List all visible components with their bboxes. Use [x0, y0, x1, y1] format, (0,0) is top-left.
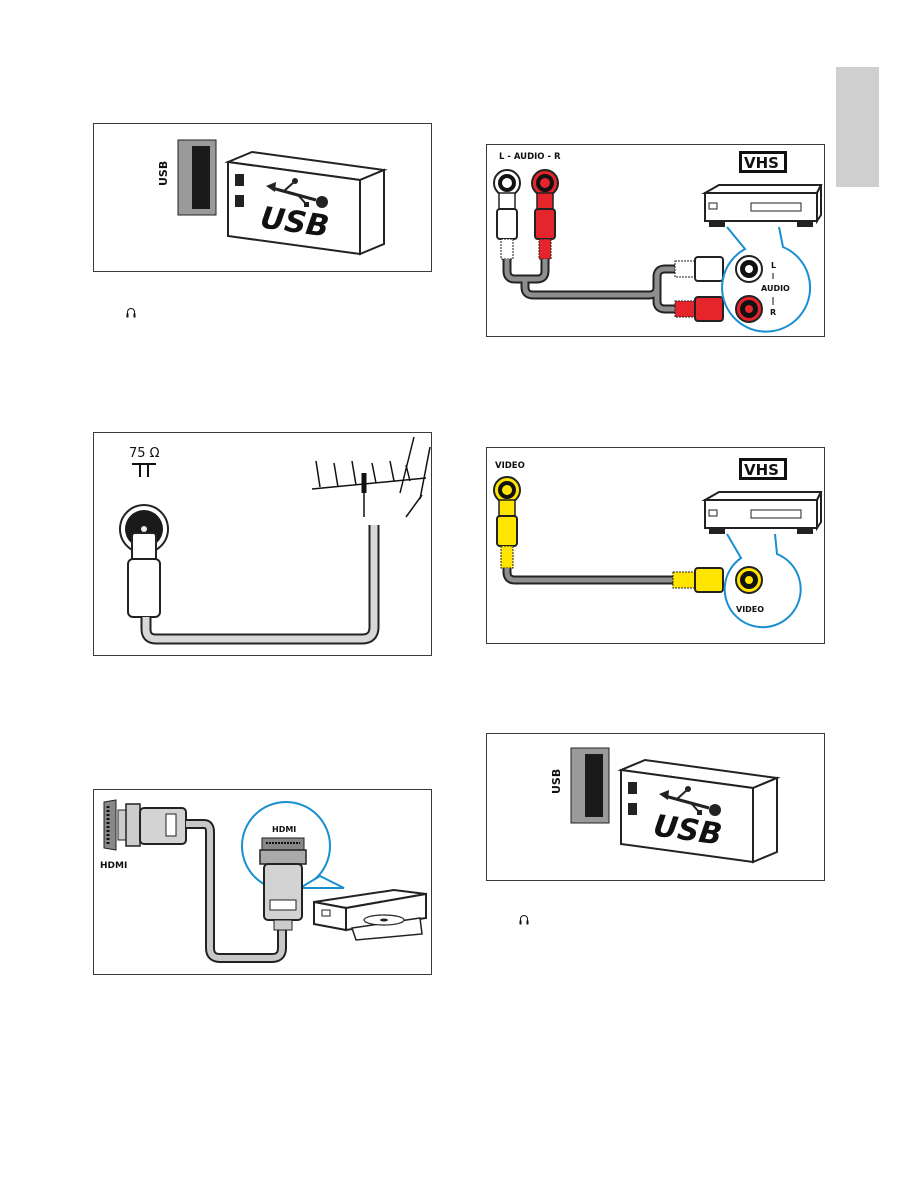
vhs-logo-icon: VHS [739, 458, 787, 480]
usb-illustration: USB USB [550, 747, 781, 864]
hdmi-plug-device [263, 863, 303, 921]
headphone-icon [126, 308, 136, 318]
jack-r-label: R [770, 308, 776, 317]
audio-diagram: L - AUDIO - R VHS [486, 144, 825, 337]
video-diagram: VIDEO VHS VIDEO [486, 447, 825, 644]
rca-plug-red [534, 208, 556, 240]
tv-hdmi-port [103, 799, 117, 851]
vhs-logo-icon: VHS [739, 151, 787, 173]
tv-video-jack [493, 476, 521, 504]
tv-hdmi-label: HDMI [100, 861, 127, 871]
hdmi-plug-tv [139, 807, 187, 845]
vhs-badge-audio: VHS [744, 154, 779, 172]
usb-stick: USB [224, 150, 388, 256]
tv-video-label: VIDEO [495, 461, 525, 471]
hdmi-cable [186, 821, 285, 961]
video-illustration: VIDEO VHS VIDEO [493, 458, 823, 629]
tv-audio-r-jack [531, 169, 559, 197]
tv-audio-label: L - AUDIO - R [499, 152, 561, 162]
antenna-illustration: 75 Ω [119, 436, 431, 645]
antenna-diagram: 75 Ω [93, 432, 432, 656]
video-jack-label: VIDEO [736, 605, 764, 614]
usb-diagram-left: USB USB [93, 123, 432, 272]
antenna-icon [311, 436, 431, 518]
usb-port-label: USB [550, 769, 563, 794]
disc-player-icon [313, 888, 427, 941]
rca-plug-yellow [496, 515, 518, 547]
audio-callout [721, 226, 812, 333]
impedance-label: 75 Ω [129, 446, 160, 461]
tv-audio-l-jack [493, 169, 521, 197]
video-cable [504, 568, 673, 583]
language-side-tab [836, 67, 879, 187]
rca-plug-white [496, 208, 518, 240]
usb-diagram-right: USB USB [486, 733, 825, 881]
jack-l-label: L [771, 261, 776, 270]
vcr-icon [701, 184, 823, 227]
coax-plug [127, 532, 161, 618]
usb-trident-icon [266, 178, 328, 208]
usb-illustration: USB USB [157, 139, 388, 256]
audio-illustration: L - AUDIO - R VHS [493, 151, 823, 333]
coax-symbol-icon [132, 463, 156, 477]
audio-cable [504, 259, 675, 312]
jack-audio-label: AUDIO [761, 284, 790, 293]
antenna-cable [142, 525, 378, 643]
usb-trident-icon [659, 786, 721, 816]
usb-stick: USB [617, 758, 781, 864]
hdmi-illustration: HDMI HDMI [100, 799, 427, 963]
device-hdmi-label: HDMI [272, 825, 296, 834]
vcr-icon [701, 491, 823, 534]
usb-port-label: USB [157, 161, 170, 186]
hdmi-diagram: HDMI HDMI [93, 789, 432, 975]
vhs-badge-video: VHS [744, 461, 779, 479]
headphone-icon [519, 915, 529, 925]
